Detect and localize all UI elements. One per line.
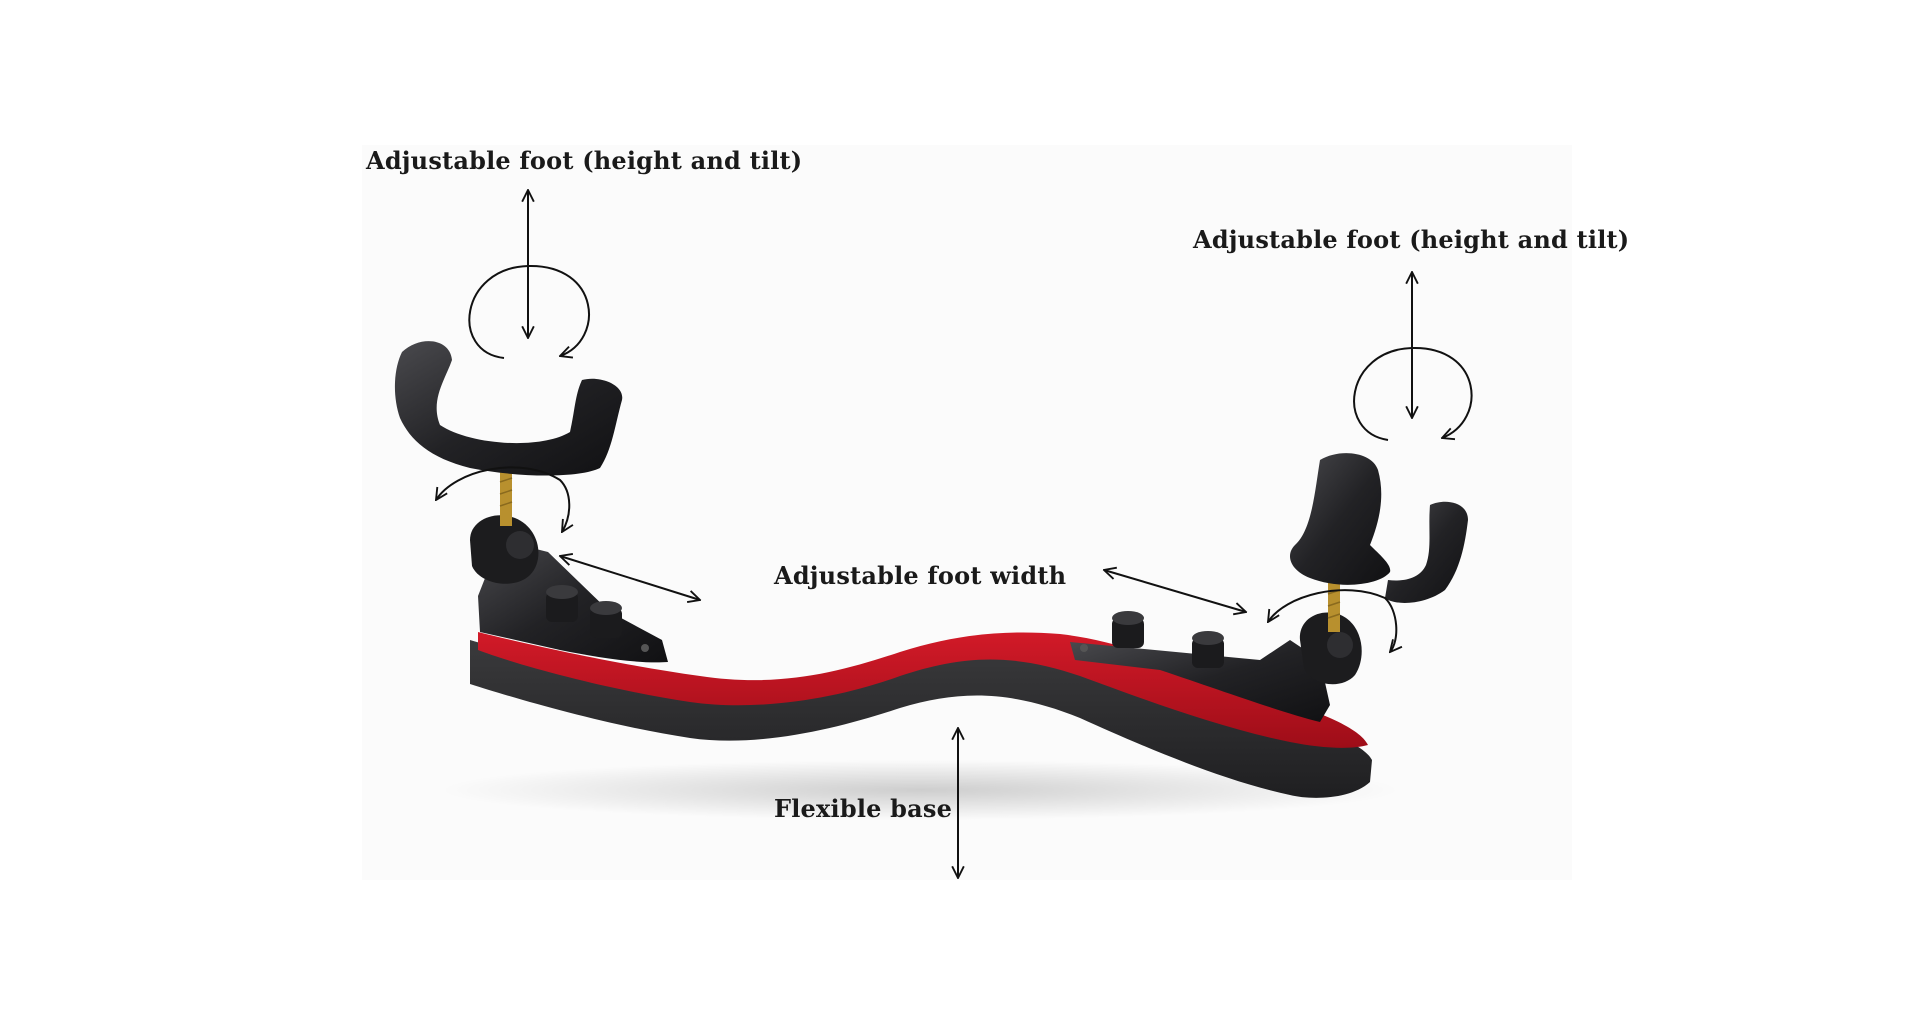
label-right-foot-adjust: Adjustable foot (height and tilt)	[1193, 225, 1630, 254]
left-rotation-arrow	[468, 264, 590, 359]
left-foot-assembly	[394, 341, 668, 663]
right-rubber-foot-hook	[1385, 501, 1468, 603]
right-bracket	[1070, 640, 1330, 722]
left-width-arrow	[560, 556, 700, 600]
label-foot-width: Adjustable foot width	[774, 561, 1067, 590]
floor-shadow	[440, 760, 1400, 820]
left-tilt-arrow	[436, 466, 569, 532]
annotation-arrows	[436, 190, 1473, 878]
label-left-foot-adjust: Adjustable foot (height and tilt)	[366, 146, 803, 175]
right-width-arrow	[1104, 570, 1246, 612]
left-rubber-foot	[394, 341, 623, 476]
label-flexible-base: Flexible base	[774, 794, 953, 823]
right-rubber-foot-cup	[1290, 453, 1391, 585]
right-rotation-arrow	[1353, 346, 1473, 441]
right-tilt-arrow	[1268, 589, 1396, 652]
